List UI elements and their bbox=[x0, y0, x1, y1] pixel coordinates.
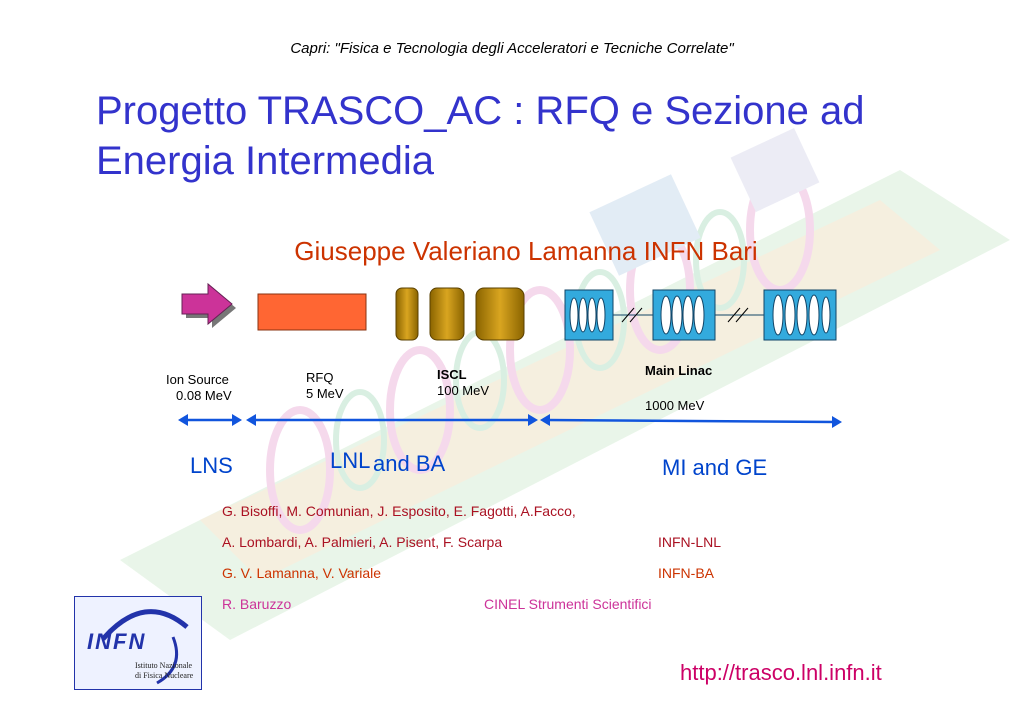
conference-header: Capri: "Fisica e Tecnologia degli Accele… bbox=[290, 40, 734, 57]
title-line-2: Energia Intermedia bbox=[96, 139, 434, 183]
region-and-ba: and BA bbox=[373, 451, 446, 476]
title-line-1: Progetto TRASCO_AC : RFQ e Sezione ad bbox=[96, 89, 865, 133]
project-url-link[interactable]: http://trasco.lnl.infn.it bbox=[680, 660, 882, 685]
collaborators-org-ba: INFN-BA bbox=[658, 565, 714, 581]
infn-logo-text: INFN bbox=[87, 629, 147, 654]
collaborators-line-2: A. Lombardi, A. Palmieri, A. Pisent, F. … bbox=[222, 534, 503, 550]
infn-logo: INFN Istituto Nazionale di Fisica Nuclea… bbox=[74, 596, 202, 690]
main-linac-modules bbox=[564, 289, 837, 341]
infn-logo-subtitle: Istituto Nazionale di Fisica Nucleare bbox=[135, 661, 194, 680]
collaborators-org-cinel: CINEL Strumenti Scientifici bbox=[484, 596, 652, 612]
slide-title: Progetto TRASCO_AC : RFQ e Sezione ad En… bbox=[96, 86, 996, 186]
main-linac-label: Main Linac bbox=[645, 363, 713, 378]
ion-source-label: Ion Source 0.08 MeV bbox=[166, 372, 232, 403]
iscl-label: ISCL 100 MeV bbox=[437, 367, 490, 398]
ion-source-arrow-icon bbox=[181, 282, 236, 328]
region-mi-ge: MI and GE bbox=[662, 455, 768, 480]
collaborators-org-lnl: INFN-LNL bbox=[658, 534, 722, 550]
region-lns: LNS bbox=[190, 453, 233, 478]
iscl-cavities bbox=[395, 287, 525, 341]
main-linac-energy: 1000 MeV bbox=[645, 398, 705, 413]
infn-logo-graphic bbox=[101, 609, 189, 685]
author: Giuseppe Valeriano Lamanna INFN Bari bbox=[294, 236, 758, 266]
region-lnl: LNL bbox=[330, 448, 371, 473]
collaborators-line-3: G. V. Lamanna, V. Variale bbox=[222, 565, 382, 581]
region-arrows bbox=[178, 414, 842, 428]
collaborators-line-1: G. Bisoffi, M. Comunian, J. Esposito, E.… bbox=[222, 503, 576, 519]
rfq-block bbox=[257, 293, 367, 331]
collaborators-line-4: R. Baruzzo bbox=[222, 596, 292, 612]
rfq-label: RFQ 5 MeV bbox=[306, 370, 344, 401]
